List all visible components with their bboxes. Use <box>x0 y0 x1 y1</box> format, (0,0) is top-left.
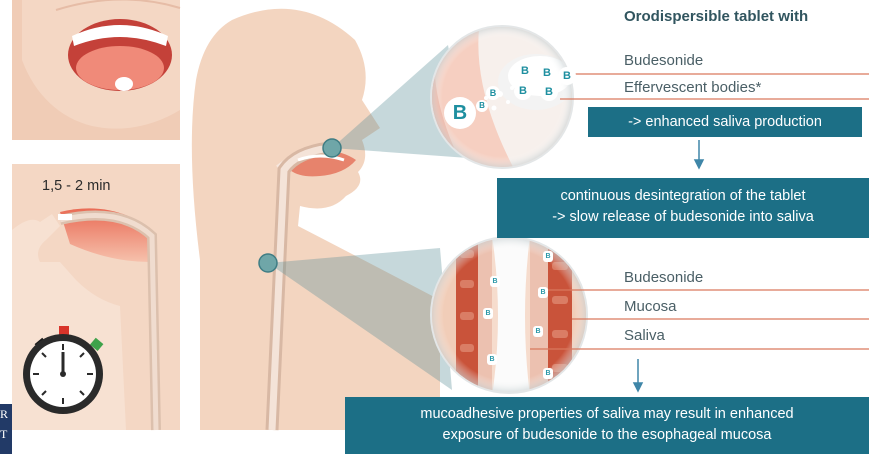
left-edge-fragment: R T <box>0 404 12 454</box>
panel-mouth-tablet <box>12 0 180 140</box>
budesonide-particle: B <box>533 326 543 337</box>
left-fragment-line1: R <box>0 404 12 424</box>
focus-point-mouth <box>323 139 341 157</box>
diagram-title: Orodispersible tablet with <box>624 8 808 25</box>
budesonide-marker: B <box>558 67 576 85</box>
box-mucoadhesive-line2: exposure of budesonide to the esophageal… <box>345 425 869 446</box>
budesonide-marker: B <box>476 100 488 112</box>
left-fragment-line2: T <box>0 424 12 444</box>
budesonide-marker: B <box>540 83 558 101</box>
box-mucoadhesive: mucoadhesive properties of saliva may re… <box>345 397 869 454</box>
label-mucosa: Mucosa <box>624 298 677 315</box>
label-effervescent-bodies: Effervescent bodies* <box>624 79 761 96</box>
box-disintegration-line1: continuous desintegration of the tablet <box>497 186 869 207</box>
label-budesonide-top: Budesonide <box>624 52 703 69</box>
budesonide-particle: B <box>543 368 553 379</box>
label-budesonide-bottom: Budesonide <box>624 269 703 286</box>
head-profile-illustration <box>192 9 440 430</box>
budesonide-particle: B <box>543 251 553 262</box>
zoom-circle-esophagus <box>430 236 592 396</box>
budesonide-particle: B <box>490 276 500 287</box>
budesonide-marker: B <box>538 64 556 82</box>
budesonide-marker: B <box>516 62 534 80</box>
dissolution-time-label: 1,5 - 2 min <box>42 178 111 194</box>
box-saliva-production: -> enhanced saliva production <box>588 107 862 137</box>
budesonide-marker: B <box>514 82 532 100</box>
budesonide-marker-large: B <box>444 97 476 129</box>
box-disintegration-line2: -> slow release of budesonide into saliv… <box>497 207 869 228</box>
focus-point-esophagus <box>259 254 277 272</box>
budesonide-particle: B <box>487 354 497 365</box>
box-saliva-production-text: -> enhanced saliva production <box>628 114 822 130</box>
budesonide-particle: B <box>538 287 548 298</box>
box-tablet-disintegration: continuous desintegration of the tablet … <box>497 178 869 238</box>
label-saliva: Saliva <box>624 327 665 344</box>
budesonide-marker: B <box>486 86 500 100</box>
box-mucoadhesive-line1: mucoadhesive properties of saliva may re… <box>345 404 869 425</box>
tablet-on-tongue <box>115 77 133 91</box>
budesonide-particle: B <box>483 308 493 319</box>
